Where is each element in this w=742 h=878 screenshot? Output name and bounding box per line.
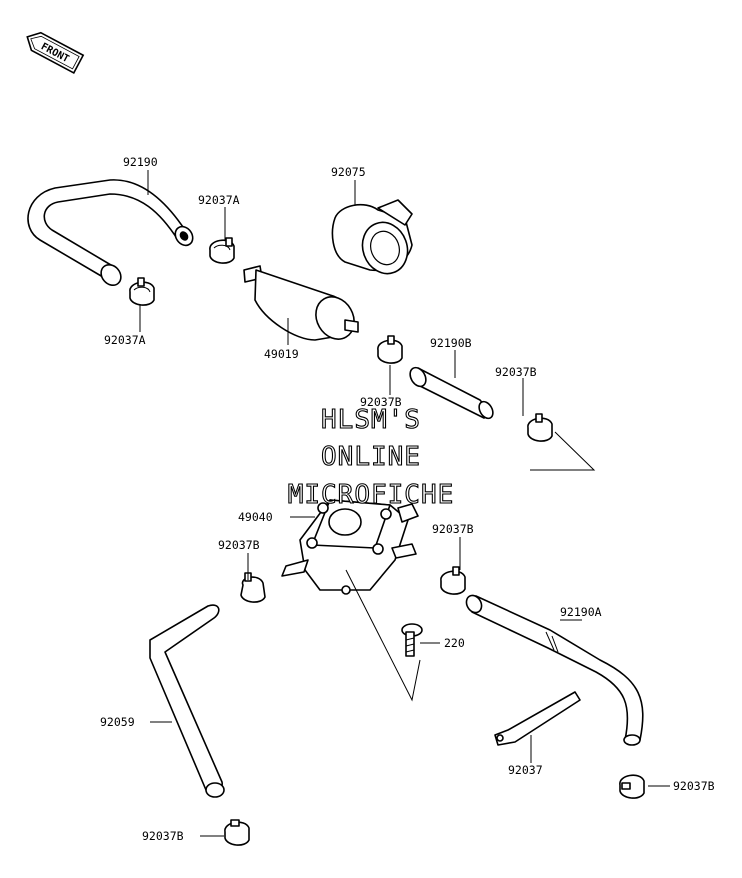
callout-92190: 92190: [123, 155, 158, 169]
callout-220: 220: [444, 636, 465, 650]
fuel-pump-49040: [281, 499, 419, 595]
callout-92037B-bottom-left: 92037B: [142, 829, 184, 843]
clamp-92037B-short-hose: [527, 413, 553, 442]
callout-92037A-bottom: 92037A: [104, 333, 146, 347]
callout-92037A-top: 92037A: [198, 193, 240, 207]
clamp-92037B-filter: [377, 335, 403, 364]
clamp-92037B-bottom-right: [619, 774, 645, 799]
callout-92059: 92059: [100, 715, 135, 729]
hose-92190: [27, 179, 194, 287]
callout-92037B-bottom-right: 92037B: [673, 779, 715, 793]
watermark-line2: ONLINE: [321, 442, 421, 472]
clamp-92037B-pump-left: [240, 572, 266, 603]
callout-92190A: 92190A: [560, 605, 602, 619]
callout-92037B-pump-right: 92037B: [432, 522, 474, 536]
clamp-holder-92075: [331, 199, 413, 275]
callout-92037B-filter: 92037B: [360, 395, 402, 409]
clamp-92037B-bottom-left: [224, 819, 250, 846]
watermark-line3: MICROFICHE: [288, 480, 455, 510]
callout-92037B-short: 92037B: [495, 365, 537, 379]
callout-92037B-pump-left: 92037B: [218, 538, 260, 552]
clamp-92037A-bottom: [129, 277, 155, 306]
callout-49019: 49019: [264, 347, 299, 361]
fuel-filter-49019: [243, 265, 359, 341]
callout-92075: 92075: [331, 165, 366, 179]
strap-92037: [494, 691, 581, 746]
hose-92190A: [465, 594, 644, 746]
callout-49040: 49040: [238, 510, 273, 524]
hose-92190B: [409, 366, 494, 420]
front-arrow-badge: FRONT: [26, 31, 85, 74]
clamp-92037A-top: [209, 237, 235, 264]
callout-92190B: 92190B: [430, 336, 472, 350]
hose-92059: [149, 604, 225, 798]
bolt-220: [401, 623, 423, 657]
watermark-line1: HLSM'S: [321, 405, 421, 435]
clamp-92037B-pump-right: [440, 566, 466, 595]
callout-92037: 92037: [508, 763, 543, 777]
